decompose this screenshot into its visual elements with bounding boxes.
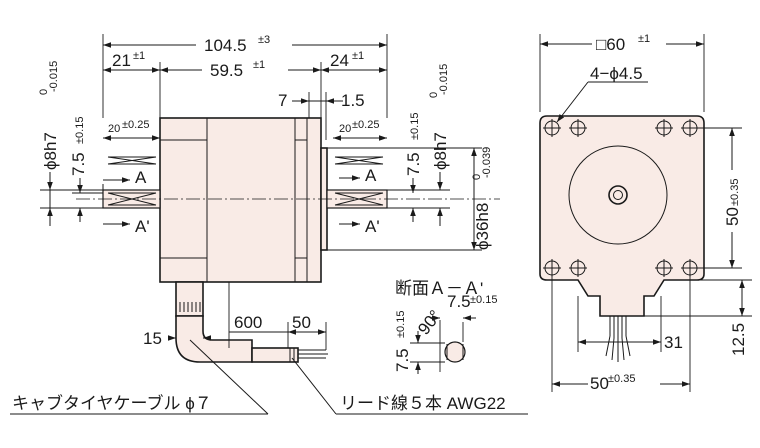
front-length-label: 24 [330,51,349,70]
front-flat-depth-label: 7.5 [404,152,423,176]
pilot-tol-lower: -0.039 [481,147,493,178]
front-length-tol: ±1 [352,50,364,62]
overall-length-label: 104.5 [204,36,247,55]
rear-length-label: 21 [112,51,131,70]
leads-callout: リード線５本 AWG22 [340,394,506,413]
dim-1-5-label: 1.5 [341,91,365,110]
cable [175,281,328,363]
side-view: 104.5 ±3 21 ±1 59.5 ±1 24 ±1 7 1.5 [38,32,500,363]
lead-wires [605,316,631,362]
section-view: 断面Ａ－Ａ' 7.5 ±0.15 90° 7.5 ±0.15 [393,279,497,374]
pitch-h-label: 50 [590,374,609,393]
rear-section-a: A [135,168,147,187]
front-section-a-prime: A' [365,217,380,236]
rear-shaft-dia-label: ϕ8h7 [41,132,60,170]
section-height-tol: ±0.15 [395,311,407,338]
overall-length-tol: ±3 [258,34,270,46]
body-length-label: 59.5 [210,61,243,80]
holes-label: 4−ϕ4.5 [590,64,643,83]
section-height-label: 7.5 [393,348,412,372]
section-width-label: 7.5 [447,292,471,311]
front-flat-length-tol: ±0.25 [352,119,379,131]
rear-flat-length-tol: ±0.25 [122,119,149,131]
pitch-v-tol: ±0.35 [729,179,741,206]
lead-50-label: 50 [292,313,311,332]
mount-hole-tl [543,119,561,137]
dim-12-5-label: 12.5 [729,323,748,356]
lead-15-label: 15 [143,329,162,348]
front-shaft-tol-upper: 0 [428,92,440,98]
front-section-a: A [365,166,377,185]
front-flat-hatch [334,156,384,206]
cabtire-callout: キャブタイヤケーブル ϕ７ [12,393,212,413]
pilot-dia-label: ϕ36h8 [473,203,492,250]
callouts: キャブタイヤケーブル ϕ７ リード線５本 AWG22 [10,339,528,415]
mount-hole-tr2 [655,119,673,137]
rear-section-a-prime: A' [135,217,150,236]
pitch-h-tol: ±0.35 [608,373,635,385]
pitch-v-label: 50 [723,207,742,226]
mount-hole-bl2 [569,259,587,277]
dim-7-label: 7 [278,91,287,110]
section-title: 断面Ａ－Ａ' [395,279,483,298]
body-length-tol: ±1 [253,59,265,71]
front-flat-length-label: 20 [339,123,351,135]
rear-shaft-tol-upper: 0 [38,89,50,95]
section-width-tol: ±0.15 [470,294,497,306]
rear-shaft-tol-lower: -0.015 [48,61,60,92]
mount-hole-tl2 [569,119,587,137]
front-flat-depth-tol: ±0.15 [409,113,421,140]
rear-length-tol: ±1 [133,50,145,62]
lead-600-label: 600 [234,313,262,332]
pilot-tol-upper: 0 [471,174,483,180]
dim-31-label: 31 [664,333,683,352]
rear-flat-length-label: 20 [108,123,120,135]
mount-hole-br2 [655,259,673,277]
rear-flat-depth-tol: ±0.15 [74,117,86,144]
front-view: □60 ±1 [539,32,752,393]
front-shaft-tol-lower: -0.015 [438,64,450,95]
front-shaft-dia-label: ϕ8h7 [431,132,450,170]
square-size-tol: ±1 [638,33,650,45]
square-size-label: □60 [596,35,625,54]
rear-flat-depth-label: 7.5 [69,152,88,176]
